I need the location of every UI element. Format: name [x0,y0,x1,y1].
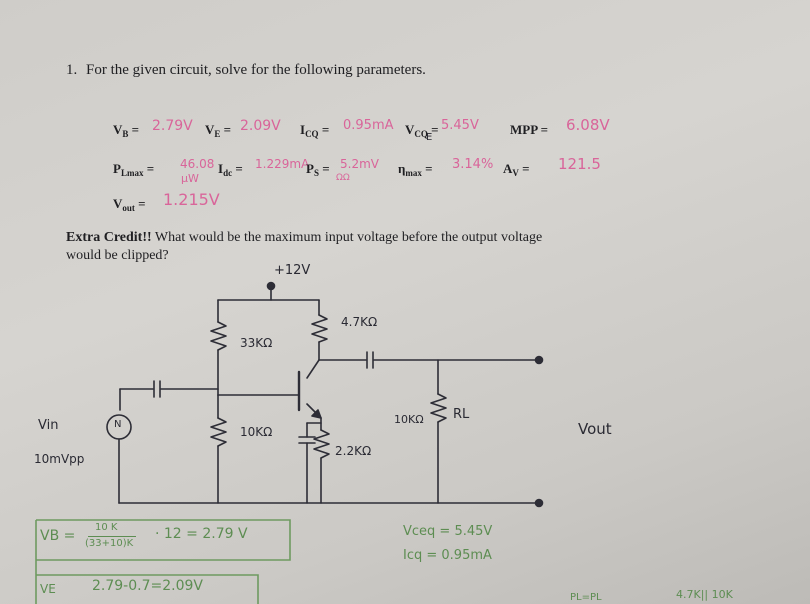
vceq-label: VCQ = [405,122,439,139]
vout-value: 1.215V [163,190,220,209]
output-node [534,355,544,365]
idc-value: 1.229mA [255,157,310,171]
ve-value: 2.09V [240,118,281,134]
eta-value: 3.14% [452,157,494,172]
rload-label: 10KΩ [394,413,424,426]
re-resistor [313,429,330,459]
ps-label: PS = [306,161,330,178]
vin-label: Vin [38,418,59,433]
vout-label: Vout = [113,196,146,213]
plmax-value: 46.08 [180,157,215,171]
r2-resistor [210,417,227,447]
r1-resistor [210,321,227,351]
ve-label: VE = [205,122,232,139]
rc-label: 4.7KΩ [341,315,378,329]
load-resistor [430,393,447,423]
ps-unit: ΩΩ [336,173,350,183]
ps-value: 5.2mV [340,157,379,171]
vb-label: VB = [113,122,140,139]
ground-node [534,498,544,508]
work-icq-note: Icq = 0.95mA [403,548,492,563]
av-value: 121.5 [558,155,601,173]
work-ve-prefix: VE [40,582,56,596]
re-label: 2.2KΩ [335,444,372,458]
av-label: AV = [503,161,530,178]
icq-value: 0.95mA [343,118,394,133]
extra-credit: Extra Credit!! What would be the maximum… [66,230,543,245]
work-vceq-note: Vceq = 5.45V [403,524,493,539]
work-vb-numerator: 10 K [95,522,118,533]
work-ve-result: 2.79-0.7=2.09V [92,578,203,594]
plmax-unit: μW [181,172,199,185]
rc-resistor [311,314,328,343]
vceq-value: 5.45V [441,118,479,133]
r1-label: 33KΩ [240,336,273,350]
work-vb-result: · 12 = 2.79 V [155,526,248,542]
work-pl-note: PL=PL [570,592,602,603]
source-symbol: N [114,419,122,430]
question-number: 1. [66,62,78,78]
vb-value: 2.79V [152,118,193,134]
eta-label: ηmax = [398,161,433,178]
mpp-value: 6.08V [566,116,610,134]
idc-label: Idc = [218,161,243,178]
rl-name-label: RL [453,407,470,422]
extra-credit-line2: would be clipped? [66,248,169,263]
mpp-label: MPP = [510,122,549,137]
vin-amplitude-label: 10mVpp [34,452,85,466]
work-parallel-note: 4.7K|| 10K [676,588,733,601]
supply-label: +12V [274,263,311,278]
vceq-handwritten-e: E [426,132,433,143]
work-vb-denominator: (33+10)K [85,538,134,549]
vout-circuit-label: Vout [578,420,612,438]
work-vb-prefix: VB = [40,528,76,544]
r2-label: 10KΩ [240,425,273,439]
question-text: For the given circuit, solve for the fol… [86,62,426,78]
plmax-label: PLmax = [113,161,155,178]
work-fraction-bar [88,536,136,537]
icq-label: ICQ = [300,122,330,139]
